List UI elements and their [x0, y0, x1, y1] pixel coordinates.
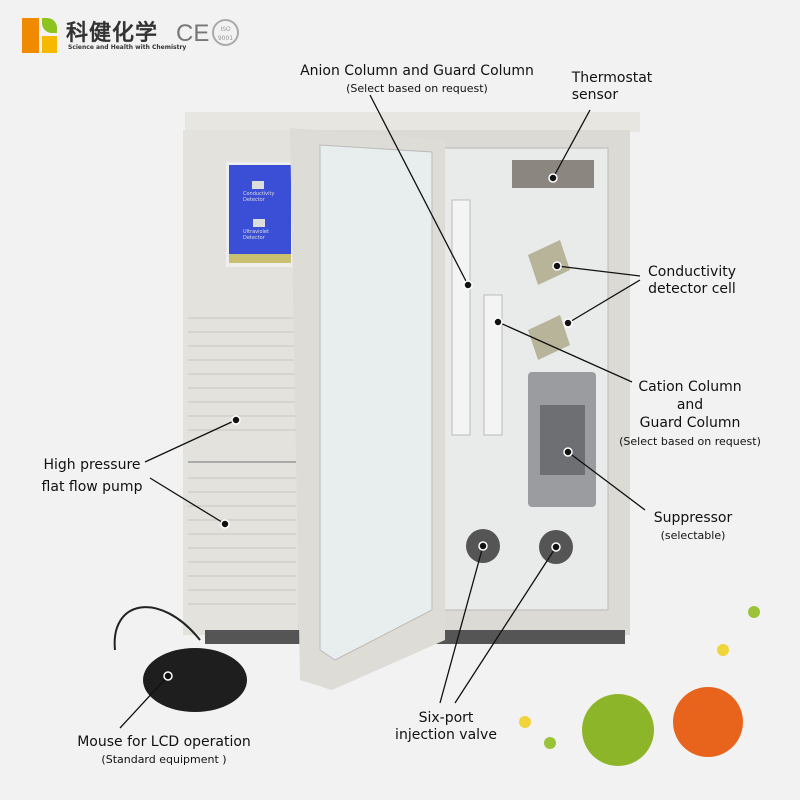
mascots — [519, 606, 760, 766]
annotation-leaders — [119, 94, 646, 729]
annotation-dots — [163, 173, 573, 681]
mouse — [113, 606, 247, 712]
screen-conductivity-icon — [252, 181, 264, 189]
iso-mark: ISO 9001 — [212, 19, 239, 46]
brand-tagline: Science and Health with Chemistry — [68, 44, 187, 51]
label-suppressor: Suppressor(selectable) — [653, 510, 733, 542]
logo-square — [42, 36, 57, 53]
pump-panel-grille — [188, 317, 296, 605]
cation-column — [483, 294, 503, 436]
screen-uv-icon — [253, 219, 265, 227]
screen-icon-conductivity[interactable]: Conductivity Detector — [243, 191, 275, 203]
anion-column — [451, 199, 471, 436]
conductivity-cell-1 — [528, 240, 570, 285]
label-anion-column: Anion Column and Guard Column(Select bas… — [300, 63, 534, 95]
conductivity-cell-2 — [528, 315, 570, 360]
brand-name: 科健化学 — [66, 21, 159, 46]
screen-icon-uv[interactable]: Ultraviolet Detector — [243, 229, 269, 241]
label-mouse: Mouse for LCD operation(Standard equipme… — [77, 734, 251, 766]
ce-mark: CE — [176, 20, 210, 47]
open-door — [290, 128, 445, 690]
logo-mark — [22, 18, 39, 53]
lcd-screen — [226, 162, 294, 267]
logo-leaf — [42, 18, 57, 33]
